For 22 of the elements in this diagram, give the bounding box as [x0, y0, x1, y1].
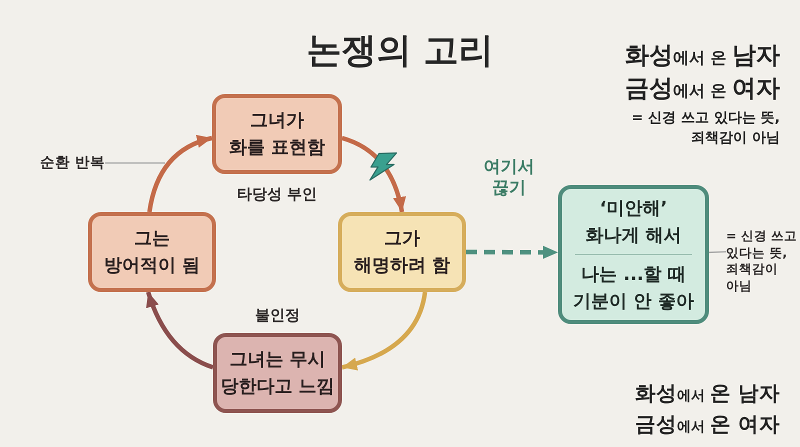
curved-arrow: [341, 136, 406, 212]
heading-text: 화성에서 온 남자 금성에서 온 여자: [624, 40, 780, 104]
curved-arrow: [146, 291, 214, 370]
annotation-text: 불인정: [255, 305, 300, 325]
quote-text: ‘미안해’ 화나게 해서: [585, 196, 682, 248]
leader-line: [708, 251, 726, 254]
curved-arrow: [341, 292, 428, 370]
step-box: 그는 방어적이 됨: [88, 212, 216, 292]
step-box: 그녀가 화를 표현함: [212, 94, 342, 174]
annotation-text: 타당성 부인: [236, 184, 318, 204]
heading-text: 화성에서 온 남자 금성에서 온 여자: [634, 380, 780, 438]
step-box: 그녀는 무시 당한다고 느낌: [213, 333, 342, 413]
diagram-title: 논쟁의 고리: [306, 30, 494, 73]
annotation-text: 순환 반복: [40, 153, 106, 173]
annotation-text: = 신경 쓰고 있다는 뜻, 죄책감이 아님: [631, 109, 780, 148]
dashed-arrow: [466, 246, 558, 259]
curved-arrow: [147, 136, 213, 212]
annotation-text: = 신경 쓰고 있다는 뜻, 죄책감이 아님: [726, 228, 798, 294]
statement-text: 나는 ...할 때 기분이 안 좋아: [573, 262, 694, 314]
edge-label: 여기서 끊기: [484, 157, 534, 199]
step-box: 그가 해명하려 함: [338, 212, 466, 292]
leader-line: [105, 162, 165, 164]
